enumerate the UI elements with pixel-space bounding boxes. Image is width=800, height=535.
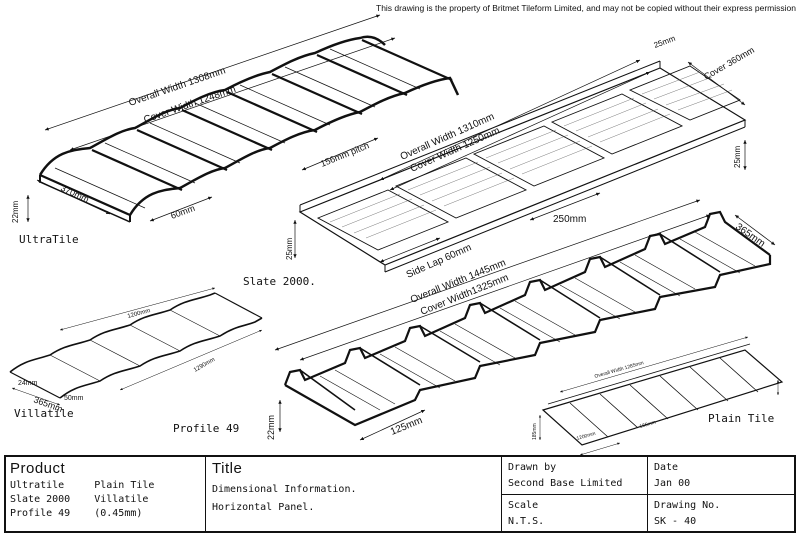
villatile-dim-b: 1290mm: [193, 357, 216, 374]
title-heading: Title: [212, 460, 243, 477]
drawn-by-section: Drawn by Second Base Limited: [502, 457, 647, 495]
profile49-height: 22mm: [266, 415, 276, 440]
villatile-label: Villatile: [14, 407, 74, 420]
villatile-lap: 50mm: [64, 395, 84, 402]
title-line: Horizontal Panel.: [212, 502, 315, 513]
drawn-by-value: Second Base Limited: [508, 478, 623, 489]
drawn-scale-cell: Drawn by Second Base Limited Scale N.T.S…: [502, 457, 648, 531]
profile49-dimensions: [274, 199, 776, 441]
product-list: Ultratile Slate 2000 Profile 49 Plain Ti…: [10, 479, 201, 521]
profile49-label: Profile 49: [173, 422, 239, 435]
ultratile-dimensions: [26, 14, 396, 222]
date-value: Jan 00: [654, 478, 691, 489]
plaintile-dimensions: [538, 336, 780, 456]
scale-value: N.T.S.: [508, 515, 545, 527]
plaintile-label: Plain Tile: [708, 412, 774, 425]
scale-heading: Scale: [508, 499, 539, 511]
title-line: Dimensional Information.: [212, 484, 357, 495]
date-section: Date Jan 00: [648, 457, 794, 495]
title-block: Product Ultratile Slate 2000 Profile 49 …: [4, 455, 796, 533]
scale-section: Scale N.T.S.: [502, 495, 647, 532]
copyright-notice: This drawing is the property of Britmet …: [376, 3, 796, 13]
plaintile-dim-a: 1200mm: [576, 431, 596, 442]
ultratile-lap: 60mm: [169, 203, 196, 221]
villatile-height: 24mm: [18, 380, 38, 387]
slate-panel-width: 250mm: [553, 214, 586, 225]
date-drawing-cell: Date Jan 00 Drawing No. SK - 40: [648, 457, 794, 531]
product-cell: Product Ultratile Slate 2000 Profile 49 …: [6, 457, 206, 531]
drawing-no-section: Drawing No. SK - 40: [648, 495, 794, 532]
product-item: Profile 49: [10, 508, 71, 519]
villatile-dimensions: [11, 287, 263, 406]
product-item: (0.45mm): [94, 508, 143, 519]
slate-panel: [298, 60, 747, 273]
villatile-panel: [9, 292, 263, 399]
ultratile-height: 22mm: [11, 200, 20, 223]
plaintile-panel: [541, 343, 784, 446]
ultratile-depth: 370mm: [59, 183, 90, 205]
product-heading: Product: [10, 460, 66, 477]
product-item: Villatile: [94, 494, 149, 505]
plaintile-dim-c: 185mm: [532, 423, 538, 440]
plaintile-dim-b: 165mm: [639, 420, 657, 430]
drawing-no-heading: Drawing No.: [654, 499, 721, 511]
product-item: Plain Tile: [94, 480, 155, 491]
drawing-no-value: SK - 40: [654, 515, 697, 527]
date-heading: Date: [654, 462, 679, 473]
villatile-dim-a: 1200mm: [127, 308, 151, 320]
slate-label: Slate 2000.: [243, 275, 316, 288]
product-item: Ultratile: [10, 480, 65, 491]
slate-left-height: 25mm: [285, 237, 294, 260]
slate-cover: Cover 360mm: [702, 45, 756, 82]
drawn-by-heading: Drawn by: [508, 462, 557, 473]
ultratile-label: UltraTile: [19, 233, 79, 246]
slate-right-height: 25mm: [733, 145, 742, 168]
ultratile-pitch: 156mm pitch: [319, 140, 371, 169]
slate-top-height: 25mm: [653, 34, 677, 50]
title-cell: Title Dimensional Information. Horizonta…: [206, 457, 502, 531]
product-item: Slate 2000: [10, 494, 71, 505]
plaintile-overall: Overall Width 1285mm: [594, 360, 645, 380]
profile49-panel: [283, 210, 772, 427]
